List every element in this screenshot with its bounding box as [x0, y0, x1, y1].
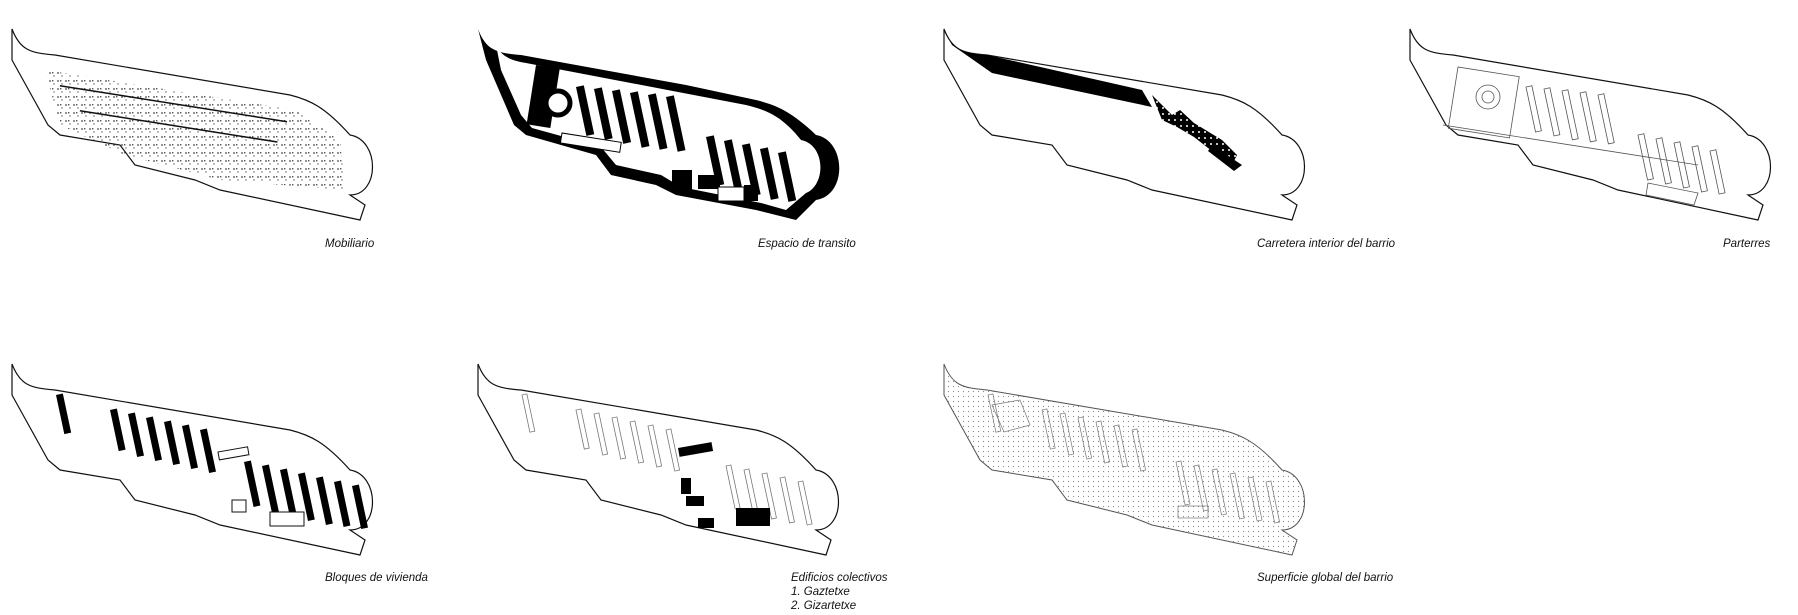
caption-edificios-item-1: 1. Gaztetxe	[791, 586, 850, 598]
garden-beds	[1442, 66, 1726, 206]
caption-edificios: Edificios colectivos 1. Gaztetxe 2. Giza…	[791, 571, 888, 613]
site-plan-edificios	[477, 363, 839, 556]
caption-edificios-title: Edificios colectivos	[791, 572, 888, 584]
caption-bloques: Bloques de vivienda	[325, 572, 428, 584]
caption-edificios-item-2: 2. Gizartetxe	[791, 600, 857, 612]
housing-blocks	[56, 393, 368, 530]
housing-outlines	[521, 393, 813, 526]
site-plan-bloques	[11, 363, 373, 556]
diagram-edificios	[466, 350, 856, 610]
site-plan-carretera	[943, 28, 1305, 221]
diagram-bloques	[0, 350, 390, 610]
site-plan-parterres	[1409, 28, 1771, 221]
other-buildings	[217, 446, 305, 527]
diagram-carretera	[932, 15, 1322, 275]
collective-buildings	[678, 442, 770, 528]
transit-blocks	[526, 65, 797, 202]
caption-carretera: Carretera interior del barrio	[1257, 238, 1396, 250]
caption-espacio-transito: Espacio de transito	[758, 238, 856, 250]
diagram-superficie	[932, 350, 1322, 610]
caption-superficie: Superficie global del barrio	[1257, 572, 1394, 584]
site-plan-espacio-transito	[478, 29, 840, 220]
caption-parterres: Parterres	[1723, 238, 1771, 250]
street-furniture-dots	[59, 85, 288, 143]
site-plan-superficie	[943, 363, 1305, 556]
surface-buildings	[987, 393, 1281, 524]
caption-mobiliario: Mobiliario	[325, 238, 375, 250]
road-west	[944, 29, 1152, 107]
diagram-espacio-transito	[466, 15, 856, 275]
diagram-parterres	[1398, 15, 1788, 275]
site-plan-mobiliario	[11, 28, 373, 221]
diagram-mobiliario	[0, 15, 390, 275]
